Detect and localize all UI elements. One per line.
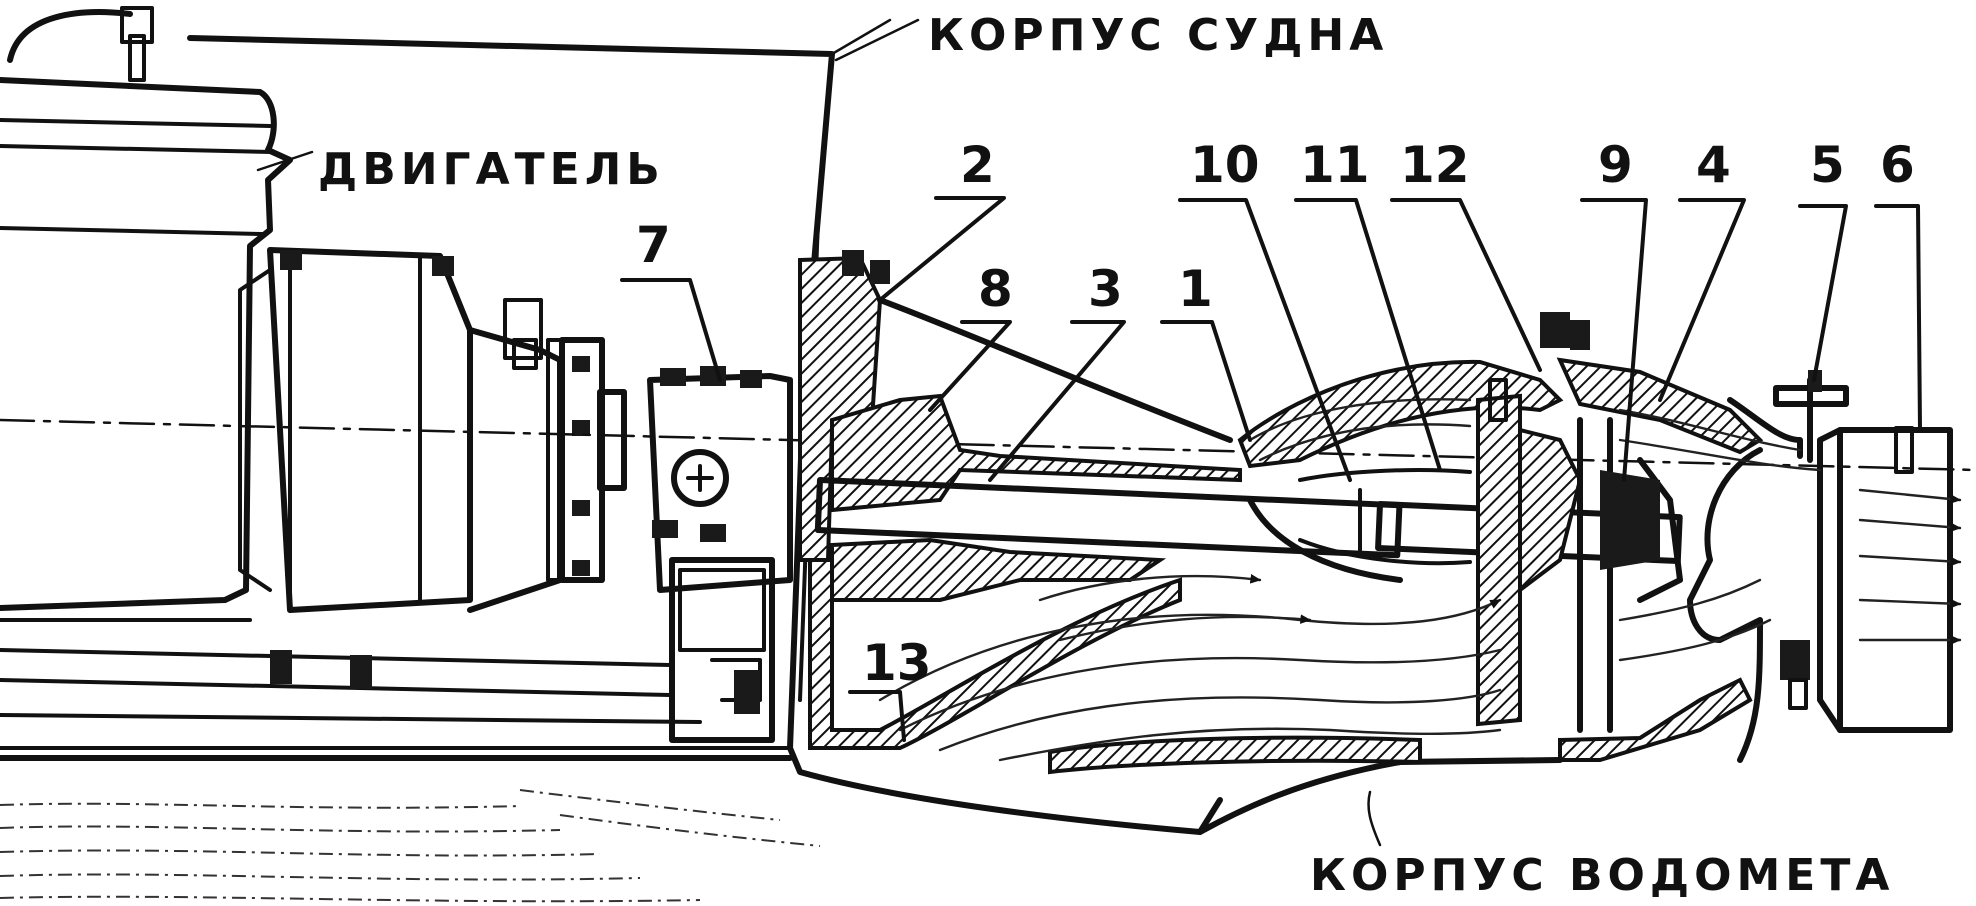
callout-6: 6	[1880, 136, 1915, 194]
callout-11: 11	[1300, 136, 1370, 194]
intake-duct	[787, 558, 1563, 835]
callout-8: 8	[978, 260, 1013, 318]
callout-9: 9	[1598, 136, 1633, 194]
shaft-centerline	[0, 418, 1976, 472]
pump-casing-1	[1237, 359, 1564, 583]
mount-flange-2	[798, 250, 1233, 562]
impeller	[1476, 312, 1590, 727]
callout-4: 4	[1696, 136, 1731, 194]
engine-label: ДВИГАТЕЛЬ	[318, 144, 665, 195]
callout-5: 5	[1810, 136, 1845, 194]
engine	[0, 6, 702, 724]
callout-13: 13	[862, 634, 932, 692]
water-flow	[878, 398, 1962, 762]
coupling-7	[647, 366, 793, 743]
callout-12: 12	[1400, 136, 1470, 194]
hull-label: КОРПУС СУДНА	[928, 10, 1388, 61]
callout-3: 3	[1088, 260, 1123, 318]
callout-10: 10	[1190, 136, 1260, 194]
callout-2: 2	[960, 136, 995, 194]
callout-1: 1	[1178, 260, 1213, 318]
callouts: 2 7 8 3 1 10 11 12 9 4 5 6 13	[620, 136, 1922, 742]
water-lines	[0, 789, 821, 903]
vessel-hull	[0, 18, 892, 761]
steering-nozzle-6	[1687, 370, 1953, 763]
jet-housing-label: КОРПУС ВОДОМЕТА	[1310, 850, 1894, 901]
label-leaders	[256, 18, 1382, 847]
callout-7: 7	[636, 216, 671, 274]
